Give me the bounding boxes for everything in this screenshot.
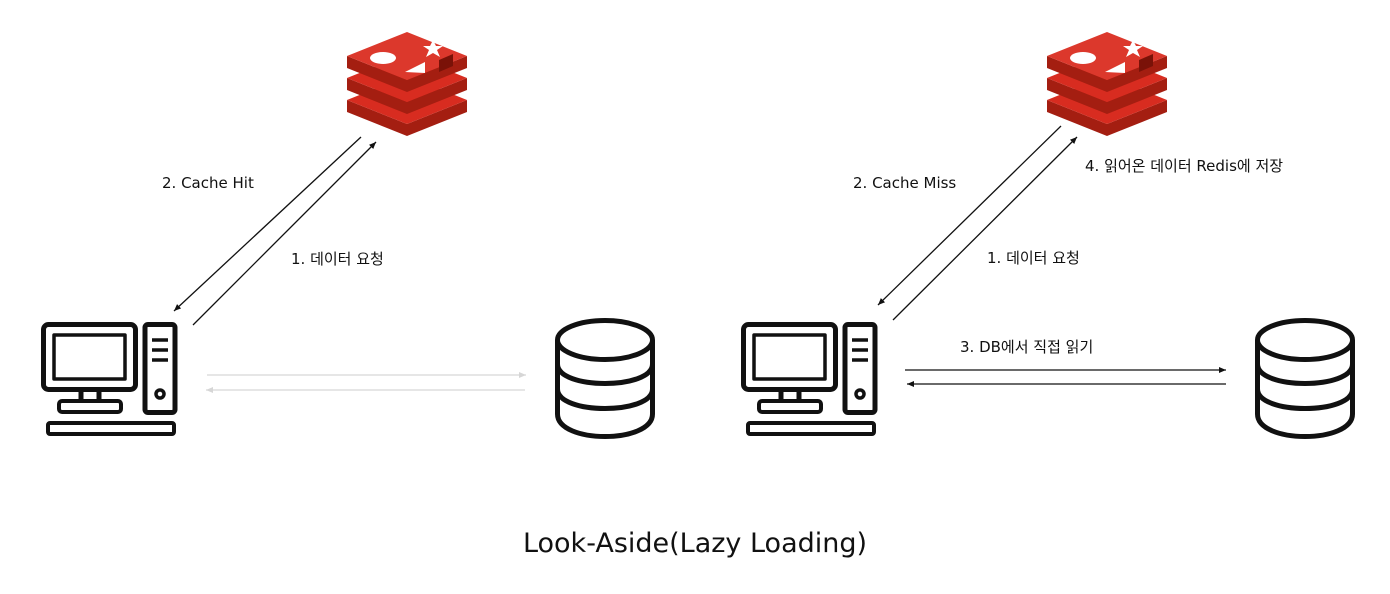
left-request-label: 1. 데이터 요청 bbox=[291, 250, 384, 268]
left-cache-hit-arrow bbox=[173, 136, 362, 312]
left-redis-logo-icon bbox=[347, 32, 467, 136]
left-desktop-computer-icon bbox=[44, 325, 176, 435]
right-request-arrow bbox=[892, 136, 1078, 321]
right-database-icon bbox=[1258, 321, 1353, 437]
left-database-icon bbox=[558, 321, 653, 437]
diagram-caption: Look-Aside(Lazy Loading) bbox=[522, 528, 868, 559]
left-cache-hit-label: 2. Cache Hit bbox=[162, 174, 254, 192]
right-db-read-label: 3. DB에서 직접 읽기 bbox=[960, 338, 1094, 356]
right-cache-miss-label: 2. Cache Miss bbox=[853, 174, 957, 192]
right-redis-write-label: 4. 읽어온 데이터 Redis에 저장 bbox=[1085, 157, 1284, 175]
right-request-label: 1. 데이터 요청 bbox=[987, 249, 1080, 267]
right-cache-miss-arrow bbox=[877, 125, 1062, 306]
right-redis-logo-icon bbox=[1047, 32, 1167, 136]
right-desktop-computer-icon bbox=[744, 325, 876, 435]
left-request-arrow bbox=[192, 141, 377, 326]
